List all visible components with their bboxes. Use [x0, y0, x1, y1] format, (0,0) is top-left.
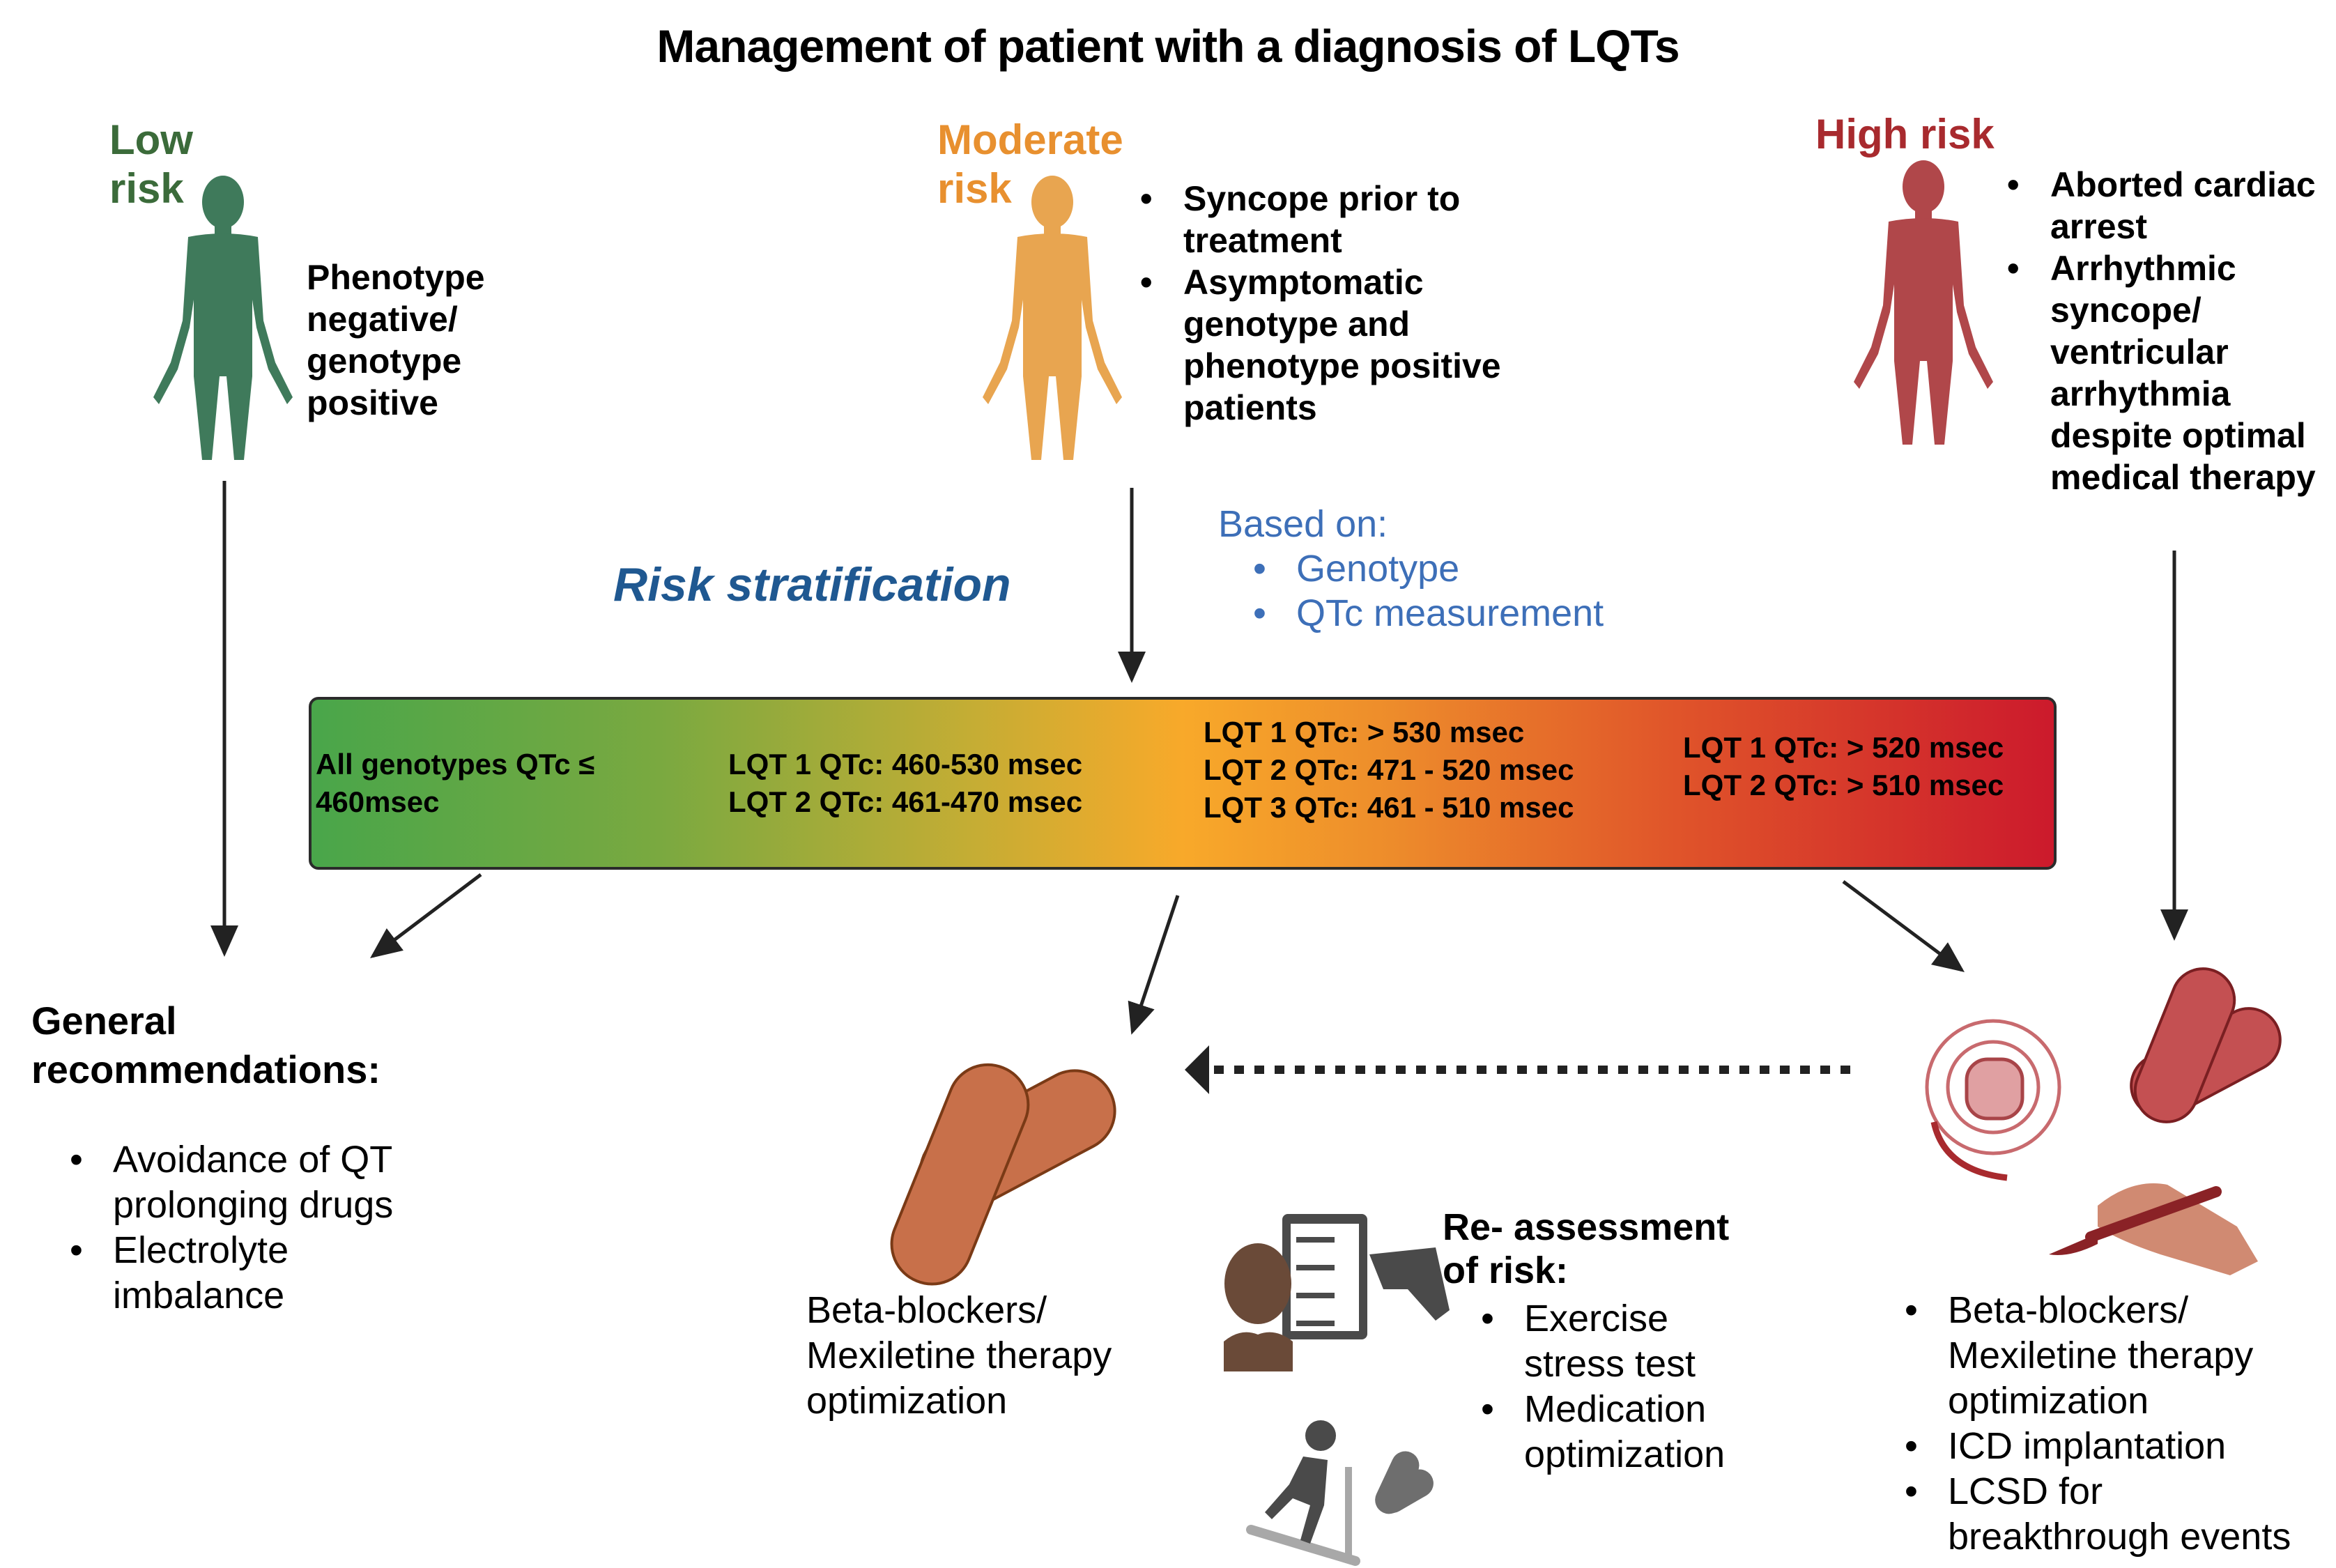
- reassessment-list: Exercise stress test Medication optimiza…: [1481, 1296, 1774, 1477]
- diagram-title: Management of patient with a diagnosis o…: [656, 20, 1680, 72]
- arrow-scale-to-recommendations: [370, 873, 482, 959]
- high-criterion-item: Arrhythmic syncope/ ventricular arrhythm…: [2007, 247, 2335, 498]
- qtc-segment-line: LQT 2 QTc: 471 - 520 msec: [1204, 753, 1574, 786]
- scalpel-hand-icon: [2049, 1183, 2258, 1275]
- qtc-segment-low-moderate: LQT 1 QTc: 460-530 msec LQT 2 QTc: 461-4…: [728, 746, 1082, 821]
- high-risk-criteria: Aborted cardiac arrest Arrhythmic syncop…: [2007, 164, 2335, 498]
- high-treatment-item: Beta-blockers/ Mexiletine therapy optimi…: [1905, 1288, 2295, 1424]
- qtc-segment-line: All genotypes QTc ≤: [316, 748, 595, 781]
- writing-hand-icon: [1369, 1247, 1450, 1321]
- capsule-icon-high: [2130, 967, 2282, 1123]
- qtc-segment-line: LQT 2 QTc: > 510 msec: [1683, 769, 2004, 801]
- recommendation-item: Avoidance of QT prolonging drugs: [70, 1137, 397, 1228]
- based-on-item: QTc measurement: [1253, 591, 1604, 636]
- high-treatment-item: ICD implantation: [1905, 1424, 2295, 1469]
- moderate-criterion-item: Syncope prior to treatment: [1140, 178, 1572, 261]
- arrow-scale-to-moderate-treatment: [1128, 895, 1180, 1035]
- low-risk-label-line2: risk: [109, 165, 184, 212]
- qtc-segment-high: LQT 1 QTc: > 520 msec LQT 2 QTc: > 510 m…: [1683, 729, 2004, 804]
- reassessment-item: Medication optimization: [1481, 1387, 1774, 1477]
- qtc-segment-line: LQT 2 QTc: 461-470 msec: [728, 785, 1083, 818]
- dashed-arrowhead: [1185, 1045, 1209, 1094]
- low-risk-description: Phenotype negative/ genotype positive: [307, 256, 485, 424]
- high-risk-label: High risk: [1815, 111, 1995, 157]
- high-treatment-list: Beta-blockers/ Mexiletine therapy optimi…: [1905, 1288, 2295, 1560]
- general-recommendations-title-line2: recommendations:: [31, 1047, 381, 1091]
- low-risk-description-line: positive: [307, 383, 438, 422]
- moderate-treatment-text: Beta-blockers/ Mexiletine therapy optimi…: [806, 1288, 1112, 1424]
- qtc-segment-line: LQT 1 QTc: > 530 msec: [1204, 716, 1525, 748]
- icd-device-icon: [1925, 1019, 2061, 1181]
- qtc-risk-scale-bar: All genotypes QTc ≤ 460msec LQT 1 QTc: 4…: [309, 697, 2057, 870]
- person-icon-moderate-risk: [983, 176, 1122, 460]
- based-on-list: Genotype QTc measurement: [1253, 546, 1604, 636]
- qtc-segment-line: 460msec: [316, 785, 440, 818]
- doctor-icon: [1224, 1243, 1293, 1371]
- general-recommendations-title-line1: General: [31, 999, 177, 1043]
- person-icon-low-risk: [153, 176, 293, 460]
- moderate-risk-criteria: Syncope prior to treatment Asymptomatic …: [1140, 178, 1572, 429]
- arrow-scale-to-high-treatment: [1842, 879, 1965, 972]
- capsule-icon-grey: [1375, 1451, 1434, 1514]
- qtc-segment-line: LQT 1 QTc: > 520 msec: [1683, 731, 2004, 764]
- treadmill-runner-icon: [1246, 1420, 1360, 1566]
- reassessment-item: Exercise stress test: [1481, 1296, 1774, 1387]
- low-risk-label: Low risk: [109, 116, 193, 213]
- qtc-segment-line: LQT 3 QTc: 461 - 510 msec: [1204, 791, 1574, 824]
- reassessment-title-line1: Re- assessment: [1443, 1206, 1730, 1248]
- risk-stratification-title: Risk stratification: [613, 558, 1011, 611]
- low-risk-label-line1: Low: [109, 116, 193, 163]
- capsule-icon-moderate: [890, 1063, 1116, 1286]
- low-risk-description-line: negative/: [307, 300, 458, 339]
- based-on-label: Based on:: [1218, 503, 1388, 545]
- moderate-criterion-item: Asymptomatic genotype and phenotype posi…: [1140, 261, 1572, 429]
- based-on-block: Based on: Genotype QTc measurement: [1218, 502, 1604, 636]
- reassessment-title-line2: of risk:: [1443, 1250, 1569, 1291]
- general-recommendations-title: General recommendations:: [31, 997, 381, 1094]
- recommendation-item: Electrolyte imbalance: [70, 1228, 397, 1319]
- high-treatment-item: LCSD for breakthrough events: [1905, 1469, 2295, 1560]
- moderate-treatment-line: Mexiletine therapy: [806, 1335, 1112, 1376]
- low-risk-description-line: genotype: [307, 341, 462, 381]
- high-criterion-item: Aborted cardiac arrest: [2007, 164, 2335, 247]
- qtc-segment-moderate: LQT 1 QTc: > 530 msec LQT 2 QTc: 471 - 5…: [1204, 714, 1574, 827]
- moderate-risk-label-line1: Moderate: [937, 116, 1123, 163]
- moderate-risk-label: Moderate risk: [937, 116, 1123, 213]
- reassessment-title: Re- assessment of risk:: [1443, 1206, 1729, 1292]
- moderate-treatment-line: optimization: [806, 1380, 1008, 1422]
- qtc-segment-line: LQT 1 QTc: 460-530 msec: [728, 748, 1083, 781]
- qtc-segment-low: All genotypes QTc ≤ 460msec: [316, 746, 594, 821]
- checklist-icon: [1282, 1214, 1367, 1339]
- based-on-item: Genotype: [1253, 546, 1604, 591]
- moderate-treatment-line: Beta-blockers/: [806, 1289, 1047, 1331]
- moderate-risk-label-line2: risk: [937, 165, 1012, 212]
- person-icon-high-risk: [1854, 160, 1993, 445]
- general-recommendations-list: Avoidance of QT prolonging drugs Electro…: [70, 1137, 397, 1319]
- low-risk-description-line: Phenotype: [307, 258, 485, 297]
